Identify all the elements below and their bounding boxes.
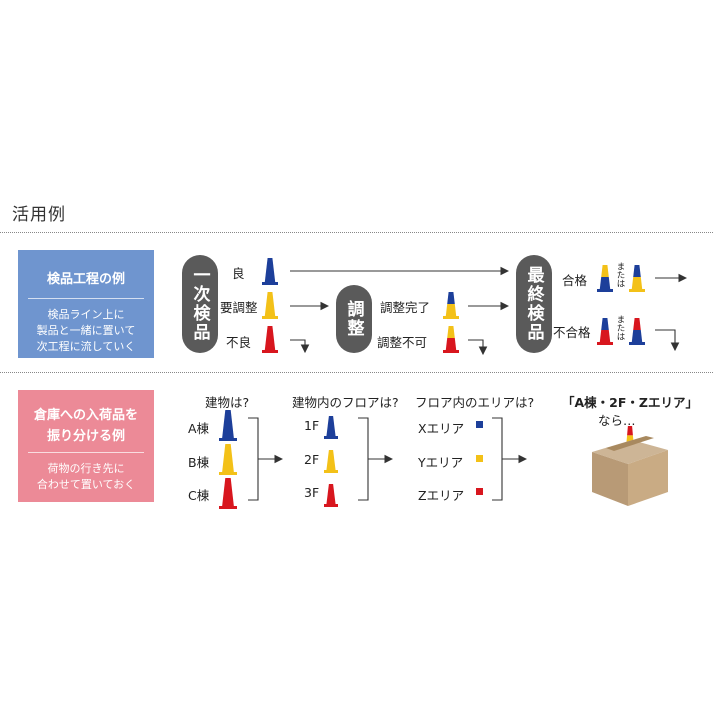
bracket-area xyxy=(492,417,503,501)
panel-separator xyxy=(28,298,144,299)
question-floor: 建物内のフロアは? xyxy=(292,395,399,410)
label-fail: 不合格 xyxy=(553,325,591,340)
question-area: フロア内のエリアは? xyxy=(415,395,535,410)
question-building: 建物は? xyxy=(205,395,250,410)
label-bad: 不良 xyxy=(226,335,252,350)
inspection-example-panel: 検品工程の例 検品ライン上に 製品と一緒に置いて 次工程に流していく xyxy=(18,250,154,358)
panel-title: 検品工程の例 xyxy=(46,272,125,287)
bracket-floor xyxy=(358,417,369,501)
panel-desc-line: 検品ライン上に xyxy=(47,308,125,321)
cone-red-icon xyxy=(262,326,278,353)
panel-title: 倉庫への入荷品を xyxy=(33,408,138,423)
cone-floor-1-icon xyxy=(324,416,338,439)
panel-desc-line: 合わせて置いておく xyxy=(36,478,136,491)
section-heading: 活用例 xyxy=(12,205,66,225)
floor-label: 3F xyxy=(304,485,320,500)
label-adjust-fail: 調整不可 xyxy=(377,335,428,350)
result-suffix: なら… xyxy=(598,413,636,428)
panel-desc-line: 荷物の行き先に xyxy=(47,462,125,475)
building-label: B棟 xyxy=(188,455,210,470)
floor-label: 2F xyxy=(304,452,320,467)
arrow-adjust-fail-out xyxy=(468,339,488,356)
cone-building-b-icon xyxy=(219,444,237,475)
cone-yellow-red-icon xyxy=(443,326,459,353)
cone-floor-2-icon xyxy=(324,450,338,473)
panel-desc-line: 次工程に流していく xyxy=(36,340,136,353)
cone-pass-b-icon xyxy=(629,265,645,292)
arrow-fail-out xyxy=(655,329,680,352)
cone-floor-3-icon xyxy=(324,484,338,507)
area-marker-x-icon xyxy=(476,421,483,428)
panel-separator xyxy=(28,452,144,453)
divider-middle xyxy=(0,372,713,373)
panel-title-2: 振り分ける例 xyxy=(46,429,125,444)
panel-desc-line: 製品と一緒に置いて xyxy=(36,324,136,337)
building-label: A棟 xyxy=(188,421,210,436)
area-label: Zエリア xyxy=(418,488,465,503)
area-marker-y-icon xyxy=(476,455,483,462)
area-label: Xエリア xyxy=(418,421,465,436)
cone-building-c-icon xyxy=(219,478,237,509)
warehouse-example-panel: 倉庫への入荷品を 振り分ける例 荷物の行き先に 合わせて置いておく xyxy=(18,390,154,502)
stage-first-inspection: 一次検品 xyxy=(182,255,218,353)
cone-blue-yellow-icon xyxy=(443,292,459,319)
cone-yellow-icon xyxy=(262,292,278,319)
label-good: 良 xyxy=(232,266,245,281)
stage-final-inspection: 最終検品 xyxy=(516,255,552,353)
label-adjust-done: 調整完了 xyxy=(380,300,431,315)
cone-building-a-icon xyxy=(219,410,237,441)
result-destination: 「A棟・2F・Zエリア」 xyxy=(562,395,698,410)
label-or: または xyxy=(615,262,625,288)
area-label: Yエリア xyxy=(418,455,464,470)
floor-label: 1F xyxy=(304,418,320,433)
label-needs-adjust: 要調整 xyxy=(220,300,258,315)
area-marker-z-icon xyxy=(476,488,483,495)
divider-top xyxy=(0,232,713,233)
stage-adjustment: 調整 xyxy=(336,285,372,353)
building-label: C棟 xyxy=(188,488,210,503)
label-pass: 合格 xyxy=(562,273,588,288)
cone-blue-icon xyxy=(262,258,278,285)
cone-fail-a-icon xyxy=(597,318,613,345)
arrow-bad-out xyxy=(290,339,310,354)
cardboard-box-icon xyxy=(592,436,668,506)
cone-pass-a-icon xyxy=(597,265,613,292)
cone-fail-b-icon xyxy=(629,318,645,345)
label-or: または xyxy=(615,315,625,341)
bracket-building xyxy=(248,417,259,501)
